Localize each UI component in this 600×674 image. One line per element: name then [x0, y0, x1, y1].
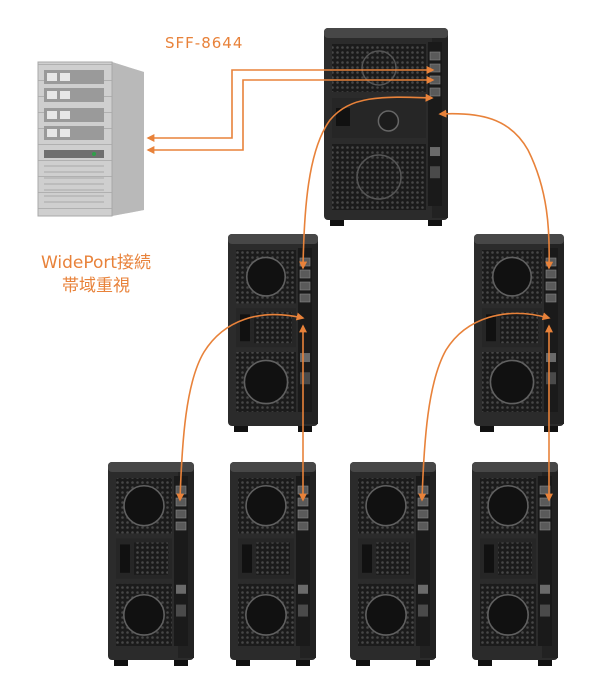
- cable-top-to-mid-left: [299, 93, 434, 270]
- mode-label-line1: WidePort接続: [41, 253, 151, 273]
- enclosure-mid-right: [474, 234, 564, 432]
- cable-top-to-mid-right: [438, 109, 554, 270]
- cable-group: [146, 66, 554, 502]
- enclosure-mid-left: [228, 234, 318, 432]
- mode-label-line2: 帯域重視: [62, 276, 130, 296]
- tower-server-icon: [37, 61, 144, 217]
- cable-mid-left-to-bottom-1: [176, 312, 305, 502]
- enclosure-top: [324, 28, 448, 226]
- cable-mid-right-to-bottom-3: [418, 312, 551, 502]
- connector-label: SFF-8644: [165, 34, 243, 52]
- enclosure-bottom-1: [108, 462, 194, 666]
- cable-server-link-2: [146, 76, 435, 154]
- enclosure-bottom-4: [472, 462, 558, 666]
- enclosure-bottom-3: [350, 462, 436, 666]
